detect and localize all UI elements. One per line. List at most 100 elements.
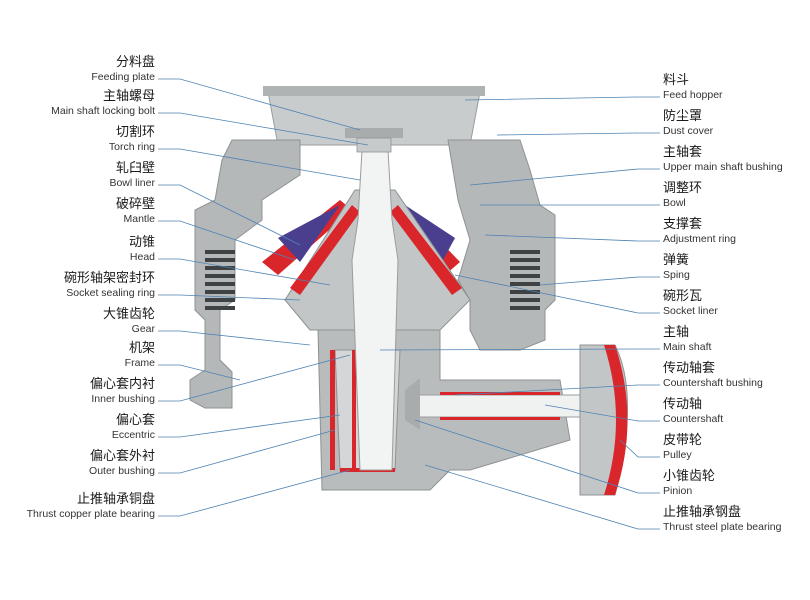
label-torch-ring-en: Torch ring	[108, 140, 155, 153]
countershaft-bushing-red	[440, 392, 560, 395]
label-upper-main-shaft-bushing-en: Upper main shaft bushing	[663, 160, 783, 173]
leader-line-eccentric	[158, 414, 341, 438]
feeding-plate-shape	[345, 128, 403, 138]
leader-line-adjustment-ring	[484, 234, 660, 242]
label-feed-hopper-zh: 料斗	[663, 73, 690, 88]
leader-line-frame	[158, 364, 241, 381]
leader-line-main-shaft-locking-bolt	[158, 112, 369, 146]
leader-line-spring	[539, 276, 660, 286]
leader-line-pulley	[619, 439, 660, 458]
label-thrust-steel-plate-bearing-zh: 止推轴承钢盘	[663, 505, 742, 520]
label-dust-cover-zh: 防尘罩	[663, 109, 703, 124]
label-feed-hopper-en: Feed hopper	[663, 88, 723, 101]
label-bowl-zh: 调整环	[663, 181, 703, 196]
label-bowl-liner-en: Bowl liner	[109, 176, 155, 189]
leader-line-bowl-liner	[158, 184, 301, 246]
leader-line-outer-bushing	[158, 429, 336, 474]
label-torch-ring-zh: 切割环	[115, 125, 155, 140]
leader-line-torch-ring	[158, 148, 361, 181]
label-thrust-steel-plate-bearing-en: Thrust steel plate bearing	[663, 520, 782, 533]
label-countershaft-bushing-en: Countershaft bushing	[663, 376, 763, 389]
label-frame-zh: 机架	[128, 341, 155, 356]
chamber-left	[278, 205, 340, 262]
label-socket-liner-en: Socket liner	[663, 304, 718, 317]
inner-bushing-red	[352, 350, 356, 470]
pulley-red-rim	[604, 345, 628, 495]
label-pulley-zh: 皮带轮	[663, 433, 703, 448]
label-feeding-plate-en: Feeding plate	[91, 70, 155, 83]
label-adjustment-ring-en: Adjustment ring	[663, 232, 736, 245]
leader-line-gear	[158, 330, 311, 346]
right-body-shape	[447, 139, 556, 351]
chamber-right	[405, 205, 455, 262]
label-socket-sealing-ring-en: Socket sealing ring	[66, 286, 155, 299]
leader-line-thrust-steel-plate-bearing	[424, 464, 660, 530]
leader-line-upper-main-shaft-bushing	[469, 168, 660, 186]
leader-line-pinion	[414, 419, 660, 494]
hopper-rim	[263, 86, 485, 96]
leader-line-dust-cover	[496, 132, 660, 136]
label-thrust-copper-plate-bearing-en: Thrust copper plate bearing	[26, 507, 155, 520]
label-socket-liner-zh: 碗形瓦	[663, 289, 703, 304]
mantle-red-left	[290, 205, 360, 295]
leader-line-main-shaft	[379, 348, 660, 351]
label-gear-en: Gear	[131, 322, 155, 335]
left-body-shape	[189, 139, 301, 409]
label-eccentric-en: Eccentric	[111, 428, 155, 441]
label-adjustment-ring-zh: 支撑套	[663, 217, 703, 232]
leader-line-mantle	[158, 220, 296, 261]
label-pulley-en: Pulley	[663, 448, 692, 461]
label-inner-bushing-zh: 偏心套内衬	[89, 377, 155, 392]
main-shaft-shape	[351, 149, 399, 471]
label-eccentric-zh: 偏心套	[115, 413, 155, 428]
label-socket-sealing-ring-zh: 碗形轴架密封环	[63, 271, 155, 286]
leader-line-feeding-plate	[158, 78, 361, 131]
leader-line-feed-hopper	[464, 96, 660, 101]
mantle-red-right	[390, 205, 462, 295]
label-pinion-en: Pinion	[663, 484, 693, 497]
label-pinion-zh: 小锥齿轮	[663, 469, 716, 484]
locking-bolt-shape	[356, 137, 392, 153]
left-spring	[205, 250, 235, 310]
pinion-shape	[405, 378, 420, 430]
leader-line-countershaft	[544, 404, 660, 422]
label-spring-zh: 弹簧	[663, 253, 690, 268]
leader-line-thrust-copper-plate-bearing	[158, 469, 351, 517]
label-countershaft-zh: 传动轴	[663, 397, 703, 412]
leader-line-inner-bushing	[158, 354, 351, 402]
label-mantle-en: Mantle	[123, 212, 155, 225]
label-main-shaft-zh: 主轴	[663, 325, 690, 340]
label-main-shaft-en: Main shaft	[663, 340, 712, 353]
leader-line-socket-sealing-ring	[158, 294, 301, 301]
label-gear-zh: 大锥齿轮	[102, 307, 155, 322]
label-countershaft-en: Countershaft	[663, 412, 724, 425]
label-outer-bushing-zh: 偏心套外衬	[89, 449, 155, 464]
countershaft-bushing-red-2	[440, 417, 560, 420]
label-mantle-zh: 破碎壁	[115, 197, 155, 212]
label-spring-en: Sping	[663, 268, 690, 281]
label-main-shaft-locking-bolt-en: Main shaft locking bolt	[51, 104, 155, 117]
label-feeding-plate-zh: 分料盘	[115, 55, 155, 70]
label-thrust-copper-plate-bearing-zh: 止推轴承铜盘	[76, 492, 155, 507]
label-head-en: Head	[129, 250, 155, 263]
